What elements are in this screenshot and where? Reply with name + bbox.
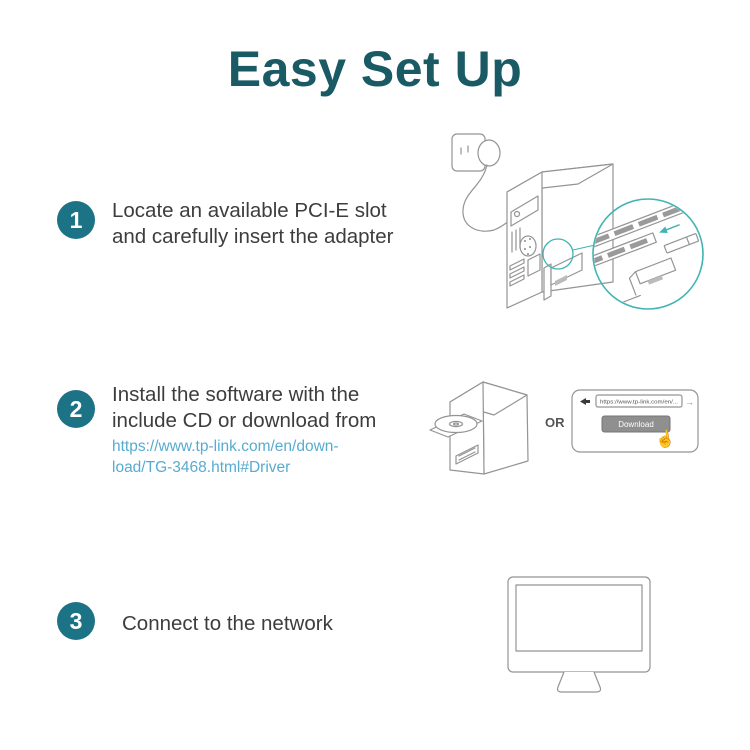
install-software-illustration: OR https://www.tp-link.com/en/... → Down… [429, 381, 699, 475]
step-2-line-2: include CD or download from [112, 409, 377, 432]
step-2-line-1: Install the software with the [112, 383, 360, 406]
download-url-link[interactable]: https://www.tp-link.com/en/down- load/TG… [112, 437, 339, 478]
magnifier-leader-line [572, 244, 596, 251]
step-1-badge: 1 [57, 201, 95, 239]
step-1-line-1: Locate an available PCI-E slot [112, 199, 387, 222]
step-2-number: 2 [69, 395, 83, 422]
monitor-icon [507, 576, 651, 693]
power-outlet-icon [451, 133, 514, 232]
slot-highlight-circle [542, 238, 574, 270]
page-title: Easy Set Up [227, 41, 523, 97]
or-label: OR [545, 415, 565, 430]
step-1-number: 1 [69, 206, 83, 233]
download-button-label: Download [618, 420, 654, 429]
step-3-line-1: Connect to the network [122, 612, 333, 635]
forward-icon: → [685, 397, 694, 407]
magnifier-detail-icon [592, 198, 704, 310]
step-2-text: Install the software with the include CD… [112, 382, 376, 434]
step-3-number: 3 [69, 607, 83, 634]
step-3-text: Connect to the network [122, 611, 333, 637]
download-url-line-1[interactable]: https://www.tp-link.com/en/down- [112, 438, 339, 455]
download-url-line-2[interactable]: load/TG-3468.html#Driver [112, 458, 291, 476]
step-1-text: Locate an available PCI-E slot and caref… [112, 198, 393, 250]
download-button [601, 415, 671, 433]
browser-url-text: https://www.tp-link.com/en/... [600, 400, 679, 406]
hand-cursor-icon: ☝ [653, 428, 676, 450]
step-3-badge: 3 [57, 602, 95, 640]
browser-download-icon: https://www.tp-link.com/en/... → Downloa… [571, 389, 699, 453]
monitor-illustration [507, 576, 651, 693]
pci-slot-illustration [451, 133, 704, 310]
step-2-badge: 2 [57, 390, 95, 428]
adapter-card-icon [543, 252, 583, 301]
insert-arrow-icon [659, 224, 680, 234]
cd-tower-icon [429, 381, 529, 475]
back-icon [580, 398, 590, 405]
step-1-line-2: and carefully insert the adapter [112, 225, 394, 248]
